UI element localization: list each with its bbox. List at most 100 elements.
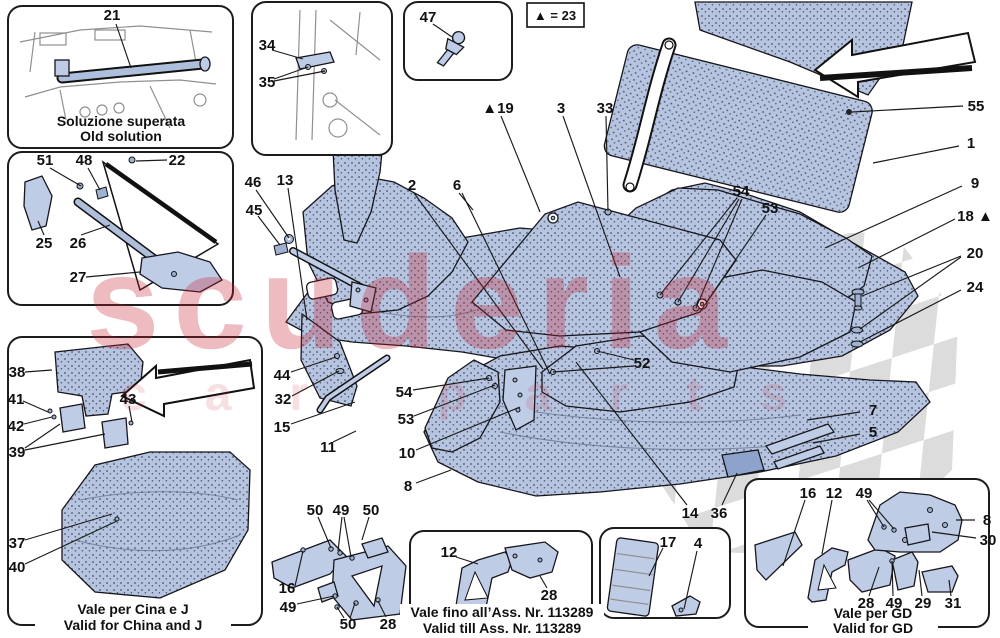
leader-line-50: [317, 516, 332, 549]
callout-28: 28: [858, 595, 875, 612]
part-gd-30: [904, 523, 931, 546]
direction-arrow: [813, 31, 977, 99]
callout-3: 3: [557, 100, 565, 117]
callout-10: 10: [399, 445, 416, 462]
part-handle-strap: [622, 37, 677, 193]
callout-43: 43: [120, 391, 137, 408]
leader-line-54: [677, 198, 740, 303]
callout-31: 31: [945, 595, 962, 612]
leader-line-26: [80, 224, 111, 236]
callout-22: 22: [169, 152, 186, 169]
leader-line-50: [349, 602, 356, 619]
leader-line-49: [868, 499, 895, 530]
leader-line-20: [861, 255, 962, 297]
callout-1: 1: [967, 135, 975, 152]
china-direction-arrow: [120, 358, 256, 418]
callout-32: 32: [275, 391, 292, 408]
leader-line-1: [872, 145, 960, 164]
callout-20: 20: [967, 245, 984, 262]
leader-line-39: [24, 433, 106, 451]
callout-50: 50: [307, 502, 324, 519]
callout-25: 25: [36, 235, 53, 252]
leader-line-28: [539, 575, 548, 589]
leader-line-44: [290, 356, 337, 373]
caption-ass-en: Valid till Ass. Nr. 113289: [423, 620, 581, 636]
leader-line-7: [806, 411, 861, 421]
leader-line-5: [812, 433, 861, 444]
callout-45: 45: [246, 202, 263, 219]
callout-49: 49: [886, 595, 903, 612]
callout-11: 11: [320, 439, 336, 456]
inset-boxes: ▲ = 23: [7, 1, 990, 628]
callout-6: 6: [453, 177, 461, 194]
leader-line-54: [695, 198, 743, 309]
leader-line-49: [296, 595, 335, 605]
leader-line-28: [868, 566, 880, 597]
leader-line-38: [24, 369, 53, 373]
caption-ass-it: Vale fino all’Ass. Nr. 113289: [411, 604, 594, 620]
callout-41: 41: [8, 391, 25, 408]
leader-line-21: [115, 23, 132, 69]
leader-line-45: [257, 215, 281, 246]
part-old-bar-21: [54, 56, 211, 84]
callout-54: 54: [733, 183, 750, 200]
leader-line-48: [87, 167, 101, 191]
leader-line-53: [413, 384, 496, 417]
leader-line-41: [22, 400, 49, 413]
leader-line-51: [49, 167, 82, 187]
leader-line-8: [415, 469, 452, 484]
callout-16: 16: [800, 485, 817, 502]
leader-line-25: [37, 220, 45, 236]
leader-line-3: [562, 115, 621, 278]
part-bracket-34: [295, 51, 335, 70]
callout-49: 49: [856, 485, 873, 502]
leader-line-30: [931, 531, 977, 539]
sill-parts-art: [23, 156, 223, 293]
pillar-bracket-art: [295, 9, 381, 141]
part-bracket-25: [23, 175, 53, 231]
callout-12: 12: [441, 544, 458, 561]
leader-line-49: [866, 499, 885, 528]
part-rear-bulkhead-panel: [603, 44, 873, 213]
callout-18: 18 ▲: [957, 208, 993, 225]
callout-5: 5: [869, 424, 877, 441]
leader-line-14: [575, 361, 688, 506]
callout-54: 54: [396, 384, 413, 401]
leader-line-17: [648, 547, 664, 577]
legend-text: ▲ = 23: [534, 8, 576, 23]
callout-50: 50: [340, 616, 357, 633]
callout-36: 36: [711, 505, 728, 522]
caption-gd-it: Vale per GD: [834, 605, 913, 621]
callout-52: 52: [634, 355, 651, 372]
callout-17: 17: [660, 534, 677, 551]
callout-42: 42: [8, 418, 25, 435]
leader-line-20: [859, 256, 962, 330]
callout-40: 40: [9, 559, 26, 576]
old-solution-art: [19, 25, 217, 129]
callout-39: 39: [9, 444, 26, 461]
callout-26: 26: [70, 235, 87, 252]
caption-china-it: Vale per Cina e J: [77, 601, 188, 617]
leader-line-16: [782, 499, 806, 567]
part-support-bar: [289, 247, 377, 313]
callout-12: 12: [826, 485, 843, 502]
part-bracket-28b: [504, 541, 559, 579]
callout-8: 8: [404, 478, 412, 495]
leader-line-53: [699, 214, 767, 313]
callout-34: 34: [259, 37, 276, 54]
leader-line-9: [824, 185, 963, 249]
part-lh-footwell-carpet: [424, 359, 501, 453]
china-art: [47, 343, 256, 599]
leader-line-52: [596, 350, 635, 361]
callout-13: 13: [277, 172, 294, 189]
leader-line-50: [336, 606, 345, 619]
leader-line-35: [273, 66, 309, 80]
leader-line-37: [24, 513, 113, 541]
callout-2: 2: [408, 177, 416, 194]
leader-line-11: [332, 430, 357, 443]
callout-33: 33: [597, 100, 614, 117]
leader-line-54: [412, 377, 490, 391]
callout-46: 46: [245, 174, 262, 191]
callout-28: 28: [541, 587, 558, 604]
leader-line-27: [85, 271, 141, 278]
